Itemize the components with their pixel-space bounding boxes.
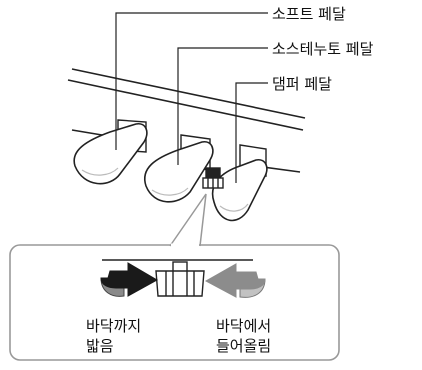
press-down-caption: 바닥까지 밟음 (86, 316, 141, 356)
adjuster-detail (155, 261, 205, 297)
rotate-arrow-light-icon (204, 263, 266, 298)
raise-up-line2: 들어올림 (216, 337, 272, 355)
sostenuto-pedal (143, 140, 214, 203)
soft-pedal-label: 소프트 페달 (272, 5, 346, 23)
leader-lines (115, 12, 268, 183)
damper-pedal (211, 158, 268, 222)
raise-up-line1: 바닥에서 (216, 317, 272, 335)
damper-pedal-label: 댐퍼 페달 (272, 75, 332, 93)
callout-pointer (169, 193, 207, 247)
raise-up-caption: 바닥에서 들어올림 (216, 316, 271, 356)
press-down-line1: 바닥까지 (86, 317, 142, 335)
sostenuto-pedal-label: 소스테누토 페달 (272, 40, 374, 58)
height-adjuster (202, 167, 224, 189)
rotate-arrow-dark-icon (100, 262, 159, 297)
press-down-line2: 밟음 (86, 337, 114, 355)
soft-pedal (73, 122, 148, 185)
